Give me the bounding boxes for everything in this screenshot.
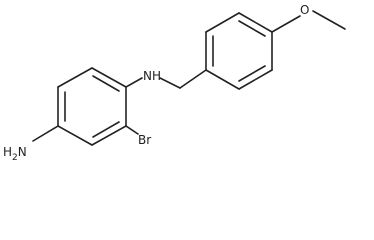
c-nh-bond bbox=[125, 77, 143, 88]
ring-b-bond bbox=[238, 12, 273, 33]
ring-b-bond bbox=[205, 12, 240, 33]
anisole-ring bbox=[205, 12, 273, 90]
nh-label: NH bbox=[143, 69, 161, 83]
ring-a-bond bbox=[57, 67, 93, 88]
nh2-hydrogen: H bbox=[3, 145, 12, 159]
aryl-o-bond bbox=[271, 15, 301, 33]
ch2-aryl-bond bbox=[179, 69, 207, 89]
ring-a-double-bond bbox=[92, 75, 120, 92]
nh2-nitrogen: N bbox=[18, 145, 27, 159]
ring-a-double-bond bbox=[92, 121, 120, 138]
nh2-subscript: 2 bbox=[12, 153, 18, 160]
ring-a-bond bbox=[91, 67, 127, 88]
ring-b-bond bbox=[238, 69, 273, 90]
o-ch3-bond bbox=[312, 10, 346, 30]
br-label: Br bbox=[138, 133, 151, 147]
ring-b-bond bbox=[205, 69, 240, 90]
nh2-label: H2N bbox=[3, 145, 27, 160]
nh-ch2-bond bbox=[159, 77, 181, 89]
ring-b-double-bond bbox=[238, 20, 266, 37]
o-label: O bbox=[300, 3, 309, 17]
c-nh2-bond bbox=[32, 125, 59, 142]
ring-b-double-bond bbox=[238, 65, 266, 82]
c-br-bond bbox=[125, 125, 139, 135]
ring-a-bond bbox=[57, 125, 93, 146]
aniline-ring bbox=[57, 67, 127, 146]
chemical-structure-diagram: NH Br O H2N bbox=[3, 3, 346, 160]
ring-a-bond bbox=[91, 125, 127, 146]
